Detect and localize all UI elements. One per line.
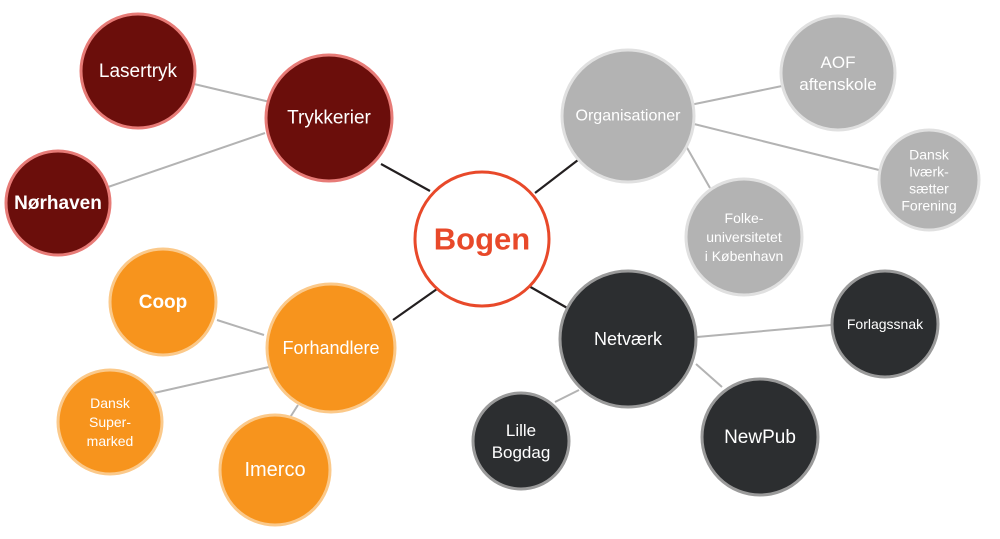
forlagssnak-node <box>830 269 940 379</box>
lille-bogdag-node <box>471 391 571 491</box>
label-line: i København <box>705 248 784 264</box>
label-line: Iværk- <box>909 164 949 180</box>
dansk-ivaerksaetter-node <box>877 128 981 232</box>
lasertryk-node <box>79 12 197 130</box>
lasertryk-label: Lasertryk <box>99 61 178 82</box>
newpub-node <box>700 377 820 497</box>
aof-label: AOF aftenskole <box>799 53 877 94</box>
label-line: Lille <box>506 421 536 440</box>
trykkerier-hub <box>264 53 394 183</box>
label-line: NewPub <box>724 427 796 448</box>
link-organisationer-aof <box>689 85 783 106</box>
link-organisationer-folkeuniversitetet <box>685 145 711 189</box>
label-line: sætter <box>909 181 949 197</box>
norhaven-label: Nørhaven <box>14 193 102 214</box>
imerco-node <box>218 413 332 527</box>
label-line: marked <box>87 433 134 449</box>
label-line: Forening <box>901 198 956 214</box>
link-forhandlere-dansk-supermarked <box>153 366 270 394</box>
link-bogen-forhandlere <box>392 288 438 321</box>
link-netvaerk-lille-bogdag <box>554 389 580 403</box>
link-netvaerk-newpub <box>695 363 723 388</box>
label-line: Imerco <box>244 459 305 481</box>
label-line: Bogdag <box>492 443 551 462</box>
label-line: Coop <box>139 292 188 313</box>
dansk-supermarked-node <box>56 368 164 476</box>
netvaerk-hub <box>558 269 698 409</box>
newpub-label: NewPub <box>724 427 796 448</box>
imerco-label: Imerco <box>244 459 305 481</box>
link-forhandlere-coop <box>216 319 265 336</box>
label-line: Dansk <box>90 395 131 411</box>
label-line: universitetet <box>706 229 782 245</box>
center-node: Bogen <box>413 170 551 308</box>
forlagssnak-label: Forlagssnak <box>847 316 924 332</box>
label-line: Dansk <box>909 147 950 163</box>
organisationer-hub <box>560 48 696 184</box>
coop-node <box>108 247 218 357</box>
organisationer-label: Organisationer <box>576 108 682 125</box>
link-trykkerier-lasertryk <box>193 83 271 103</box>
label-line: Folke- <box>725 210 764 226</box>
folkeuniversitetet-label: Folke-universitetet i København <box>705 210 784 264</box>
forhandlere-label: Forhandlere <box>282 338 379 358</box>
center-circle <box>413 170 551 308</box>
label-line: aftenskole <box>799 75 877 94</box>
label-line: Super- <box>89 414 131 430</box>
link-organisationer-dansk-ivaerksaetter <box>693 123 880 171</box>
forhandlere-hub <box>265 282 397 414</box>
link-trykkerier-norhaven <box>107 132 266 188</box>
label-line: Nørhaven <box>14 193 102 214</box>
trykkerier-label: Trykkerier <box>287 108 371 129</box>
folkeuniversitetet-node <box>684 177 804 297</box>
link-netvaerk-forlagssnak <box>696 324 832 338</box>
hub-links <box>380 159 579 321</box>
link-bogen-trykkerier <box>380 163 431 192</box>
label-line: Forlagssnak <box>847 316 924 332</box>
link-bogen-organisationer <box>534 159 579 194</box>
norhaven-node <box>4 149 112 257</box>
aof-node <box>779 14 897 132</box>
center-label: Bogen <box>434 222 530 257</box>
coop-label: Coop <box>139 292 188 313</box>
netvaerk-label: Netværk <box>594 329 663 349</box>
group-trykkerier: Trykkerier Lasertryk Nørhaven <box>4 12 394 257</box>
label-line: AOF <box>821 53 856 72</box>
link-bogen-netvaerk <box>526 284 570 310</box>
label-line: Lasertryk <box>99 61 178 82</box>
